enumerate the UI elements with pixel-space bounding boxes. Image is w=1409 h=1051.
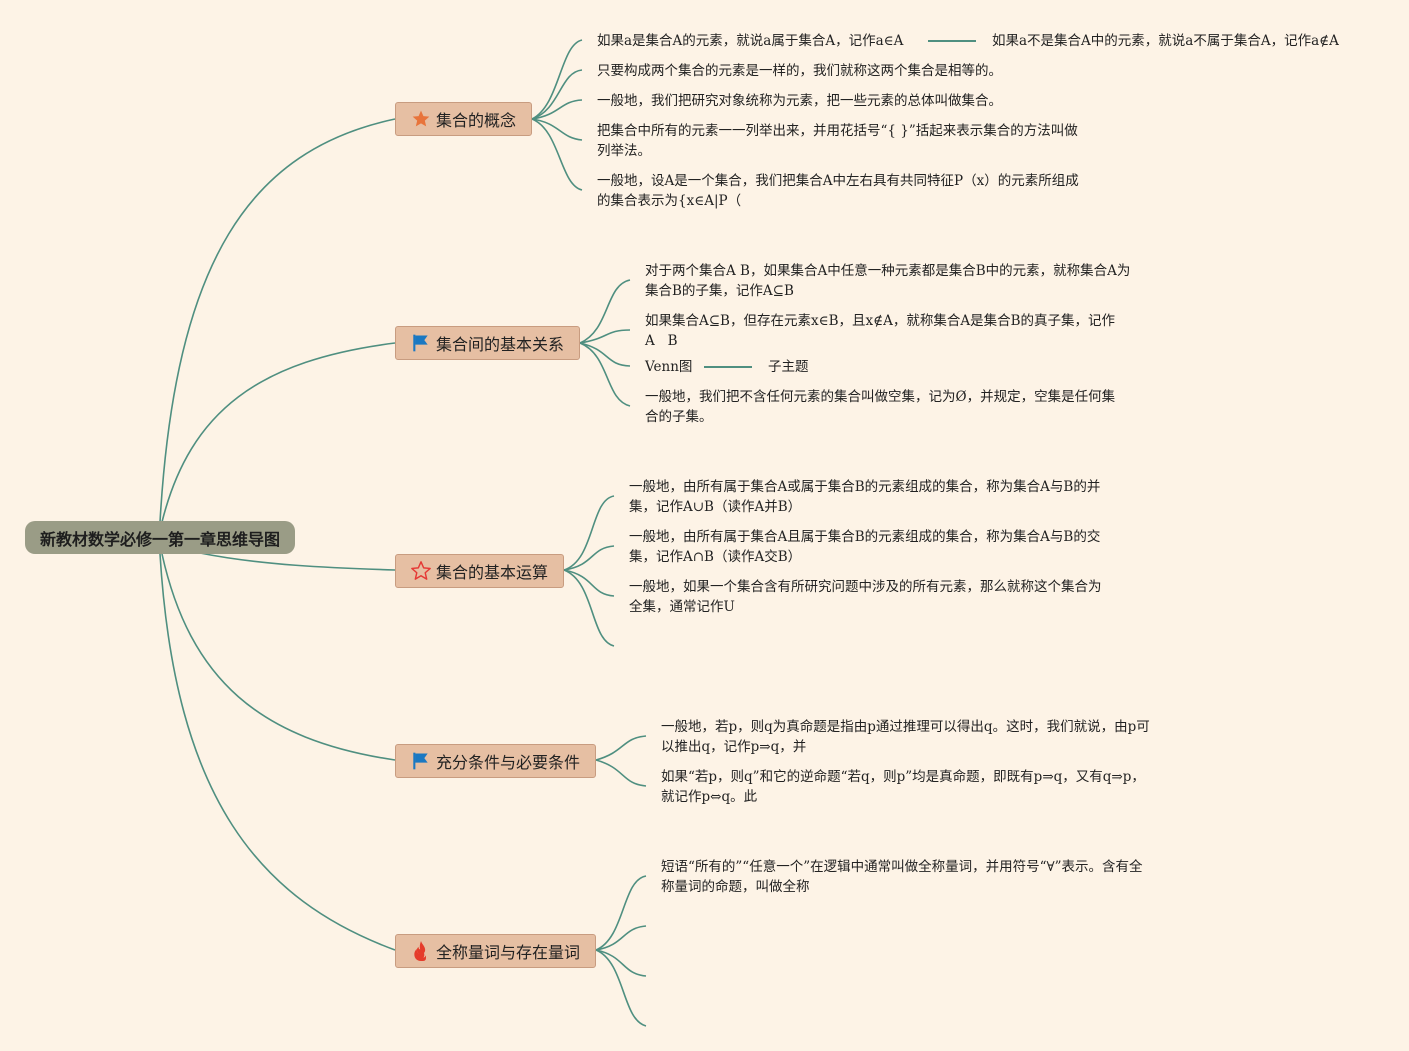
leaf-line: 一般地，若p，则q为真命题是指由p通过推理可以得出q。这时，我们就说，由p可 bbox=[661, 719, 1150, 735]
link-b2-l3 bbox=[579, 342, 631, 367]
link-root-b3 bbox=[199, 552, 396, 571]
branch-quantifiers[interactable]: 全称量词与存在量词 bbox=[395, 934, 596, 968]
link-b3-l2 bbox=[563, 545, 615, 571]
link-b2-l4 bbox=[579, 342, 631, 407]
leaf-line: 就记作p⇔q。此 bbox=[661, 789, 758, 805]
link-b3-l4 bbox=[563, 569, 615, 647]
link-b4-l2 bbox=[595, 759, 647, 787]
link-b4-l1 bbox=[595, 735, 647, 761]
root-node[interactable]: 新教材数学必修一第一章思维导图 bbox=[25, 521, 295, 554]
branch-label: 集合间的基本关系 bbox=[436, 335, 565, 354]
leaf-line: 合的子集。 bbox=[645, 409, 713, 425]
leaf-line: 集合B的子集，记作A⊆B bbox=[645, 283, 794, 299]
branch-set-operations[interactable]: 集合的基本运算 bbox=[395, 554, 564, 588]
leaf-text: Venn图 bbox=[645, 359, 693, 375]
link-b3-l1 bbox=[563, 495, 615, 571]
branch-set-concept[interactable]: 集合的概念 bbox=[395, 102, 532, 136]
link-b1-l4 bbox=[531, 118, 583, 141]
leaf-text: 一般地，我们把研究对象统称为元素，把一些元素的总体叫做集合。 bbox=[597, 93, 1002, 109]
leaf-text: 如果集合A⊆B，但存在元素x∈B，且x∉A，就称集合A是集合B的真子集，记作 A… bbox=[645, 311, 1115, 351]
branch-conditions[interactable]: 充分条件与必要条件 bbox=[395, 744, 596, 778]
link-b1-l3 bbox=[531, 99, 583, 120]
leaf-connector bbox=[928, 40, 976, 42]
leaf-line: 集，记作A∪B（读作A并B） bbox=[629, 499, 802, 515]
branch-label: 全称量词与存在量词 bbox=[436, 943, 581, 962]
leaf-text: 一般地，由所有属于集合A且属于集合B的元素组成的集合，称为集合A与B的交 集，记… bbox=[629, 527, 1100, 567]
link-b2-l2 bbox=[579, 329, 631, 344]
leaf-text: 对于两个集合A B，如果集合A中任意一种元素都是集合B中的元素，就称集合A为 集… bbox=[645, 261, 1130, 301]
leaf-text: 只要构成两个集合的元素是一样的，我们就称这两个集合是相等的。 bbox=[597, 63, 1002, 79]
link-b5-l4 bbox=[595, 949, 647, 1027]
leaf-subtopic: 子主题 bbox=[768, 359, 809, 375]
link-root-b2 bbox=[161, 342, 396, 523]
link-b3-l3 bbox=[563, 569, 615, 597]
blue-flag-icon bbox=[410, 332, 432, 354]
leaf-line: 短语“所有的”“任意一个”在逻辑中通常叫做全称量词，并用符号“∀”表示。含有全 bbox=[661, 859, 1143, 875]
link-b5-l3 bbox=[595, 949, 647, 977]
leaf-text: 一般地，如果一个集合含有所研究问题中涉及的所有元素，那么就称这个集合为 全集，通… bbox=[629, 577, 1102, 617]
link-b5-l2 bbox=[595, 925, 647, 951]
leaf-line: 以推出q，记作p⇒q，并 bbox=[661, 739, 807, 755]
link-b1-l5 bbox=[531, 118, 583, 191]
branch-label: 集合的概念 bbox=[436, 111, 517, 130]
leaf-line: 一般地，由所有属于集合A且属于集合B的元素组成的集合，称为集合A与B的交 bbox=[629, 529, 1101, 545]
leaf-line: 一般地，我们把不含任何元素的集合叫做空集，记为Ø，并规定，空集是任何集 bbox=[645, 389, 1116, 405]
root-title: 新教材数学必修一第一章思维导图 bbox=[39, 529, 280, 549]
leaf-text: 一般地，若p，则q为真命题是指由p通过推理可以得出q。这时，我们就说，由p可 以… bbox=[661, 717, 1150, 757]
link-root-b5 bbox=[159, 553, 396, 951]
leaf-line: 列举法。 bbox=[597, 143, 651, 159]
red-outline-star-icon bbox=[410, 560, 432, 582]
leaf-line: 把集合中所有的元素一一列举出来，并用花括号“{ }”括起来表示集合的方法叫做 bbox=[597, 123, 1078, 139]
leaf-text: 一般地，我们把不含任何元素的集合叫做空集，记为Ø，并规定，空集是任何集 合的子集… bbox=[645, 387, 1115, 427]
link-b2-l1 bbox=[579, 279, 631, 344]
leaf-line: 一般地，设A是一个集合，我们把集合A中左右具有共同特征P（x）的元素所组成 bbox=[597, 173, 1079, 189]
leaf-text: 把集合中所有的元素一一列举出来，并用花括号“{ }”括起来表示集合的方法叫做 列… bbox=[597, 121, 1078, 161]
leaf-text: 如果“若p，则q”和它的逆命题“若q，则p”均是真命题，即既有p⇒q，又有q⇒p… bbox=[661, 767, 1145, 807]
leaf-line: 的集合表示为{x∈A|P（ bbox=[597, 193, 742, 209]
link-b1-l1 bbox=[531, 39, 583, 120]
leaf-subtopic: 如果a不是集合A中的元素，就说a不属于集合A，记作a∉A bbox=[992, 33, 1339, 49]
leaf-text: 短语“所有的”“任意一个”在逻辑中通常叫做全称量词，并用符号“∀”表示。含有全 … bbox=[661, 857, 1143, 897]
leaf-line: 一般地，如果一个集合含有所研究问题中涉及的所有元素，那么就称这个集合为 bbox=[629, 579, 1102, 595]
branch-label: 充分条件与必要条件 bbox=[436, 753, 581, 772]
leaf-line: 一般地，由所有属于集合A或属于集合B的元素组成的集合，称为集合A与B的并 bbox=[629, 479, 1101, 495]
branch-set-relations[interactable]: 集合间的基本关系 bbox=[395, 326, 580, 360]
link-root-b1 bbox=[159, 118, 396, 523]
leaf-text: 如果a是集合A的元素，就说a属于集合A，记作a∈A bbox=[597, 33, 904, 49]
orange-star-icon bbox=[410, 108, 432, 130]
leaf-text: 一般地，由所有属于集合A或属于集合B的元素组成的集合，称为集合A与B的并 集，记… bbox=[629, 477, 1100, 517]
link-b5-l1 bbox=[595, 875, 647, 951]
leaf-line: 集，记作A∩B（读作A交B） bbox=[629, 549, 802, 565]
leaf-line: 如果“若p，则q”和它的逆命题“若q，则p”均是真命题，即既有p⇒q，又有q⇒p… bbox=[661, 769, 1145, 785]
leaf-line: 如果集合A⊆B，但存在元素x∈B，且x∉A，就称集合A是集合B的真子集，记作 bbox=[645, 313, 1116, 329]
leaf-line: 对于两个集合A B，如果集合A中任意一种元素都是集合B中的元素，就称集合A为 bbox=[645, 263, 1131, 279]
link-b1-l2 bbox=[531, 69, 583, 120]
leaf-line: A B bbox=[645, 333, 678, 349]
leaf-text: 一般地，设A是一个集合，我们把集合A中左右具有共同特征P（x）的元素所组成 的集… bbox=[597, 171, 1079, 211]
leaf-line: 全集，通常记作U bbox=[629, 599, 735, 615]
branch-label: 集合的基本运算 bbox=[436, 563, 549, 582]
leaf-line: 称量词的命题，叫做全称 bbox=[661, 879, 810, 895]
leaf-connector bbox=[704, 366, 752, 368]
fire-icon bbox=[410, 940, 432, 962]
blue-flag-icon bbox=[410, 750, 432, 772]
link-root-b4 bbox=[161, 553, 396, 761]
